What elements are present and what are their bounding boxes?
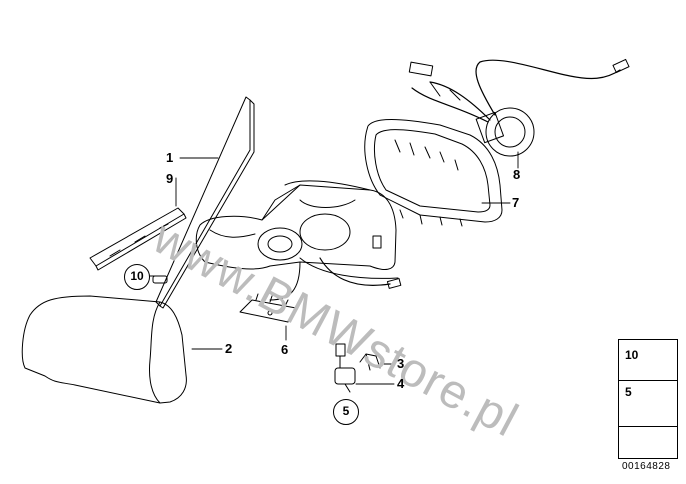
- callout-9: 9: [166, 171, 174, 186]
- clip-bracket-part: [239, 293, 297, 323]
- mirror-cap-part: [21, 295, 187, 404]
- callout-7: 7: [512, 195, 520, 210]
- callout-5-circled: 5: [333, 399, 359, 425]
- leader-lines: [149, 151, 519, 385]
- callout-4: 4: [397, 376, 405, 391]
- callout-10-circled: 10: [124, 264, 150, 290]
- connector-part: [334, 343, 356, 393]
- callout-1: 1: [166, 150, 174, 165]
- callout-6: 6: [281, 342, 289, 357]
- mirror-base-part: [195, 180, 399, 301]
- legend-divider: [619, 380, 677, 381]
- mounting-screw-part: [152, 275, 168, 284]
- mirror-glass-part: [155, 96, 255, 309]
- document-number: 00164828: [622, 461, 671, 472]
- legend-item-10: 10: [625, 348, 639, 362]
- callout-3: 3: [397, 356, 405, 371]
- heating-element-part: [408, 58, 630, 157]
- wedge-bracket-part: [89, 207, 187, 271]
- callout-2: 2: [225, 341, 233, 356]
- callout-8: 8: [513, 167, 521, 182]
- legend-divider: [619, 426, 677, 427]
- legend-item-5: 5: [625, 385, 632, 399]
- legend-box: 10 5: [618, 339, 678, 459]
- base-cable-part: [319, 257, 402, 289]
- clamp-part: [359, 353, 381, 371]
- mirror-frame-part: [364, 119, 503, 227]
